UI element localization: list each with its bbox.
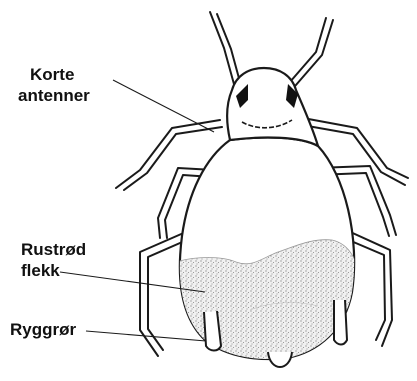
siphunculi-label: Ryggrør (10, 320, 76, 340)
spot-label-line2: flekk (21, 261, 60, 281)
antennae-label-line1: Korte (30, 65, 74, 85)
antennae-leader-line (113, 80, 214, 132)
spot-label-line1: Rustrød (21, 240, 86, 260)
left-siphunculus (204, 311, 221, 351)
right-siphunculus (334, 300, 347, 345)
antennae-label-line2: antenner (18, 86, 90, 106)
aphid-cauda (268, 352, 292, 367)
